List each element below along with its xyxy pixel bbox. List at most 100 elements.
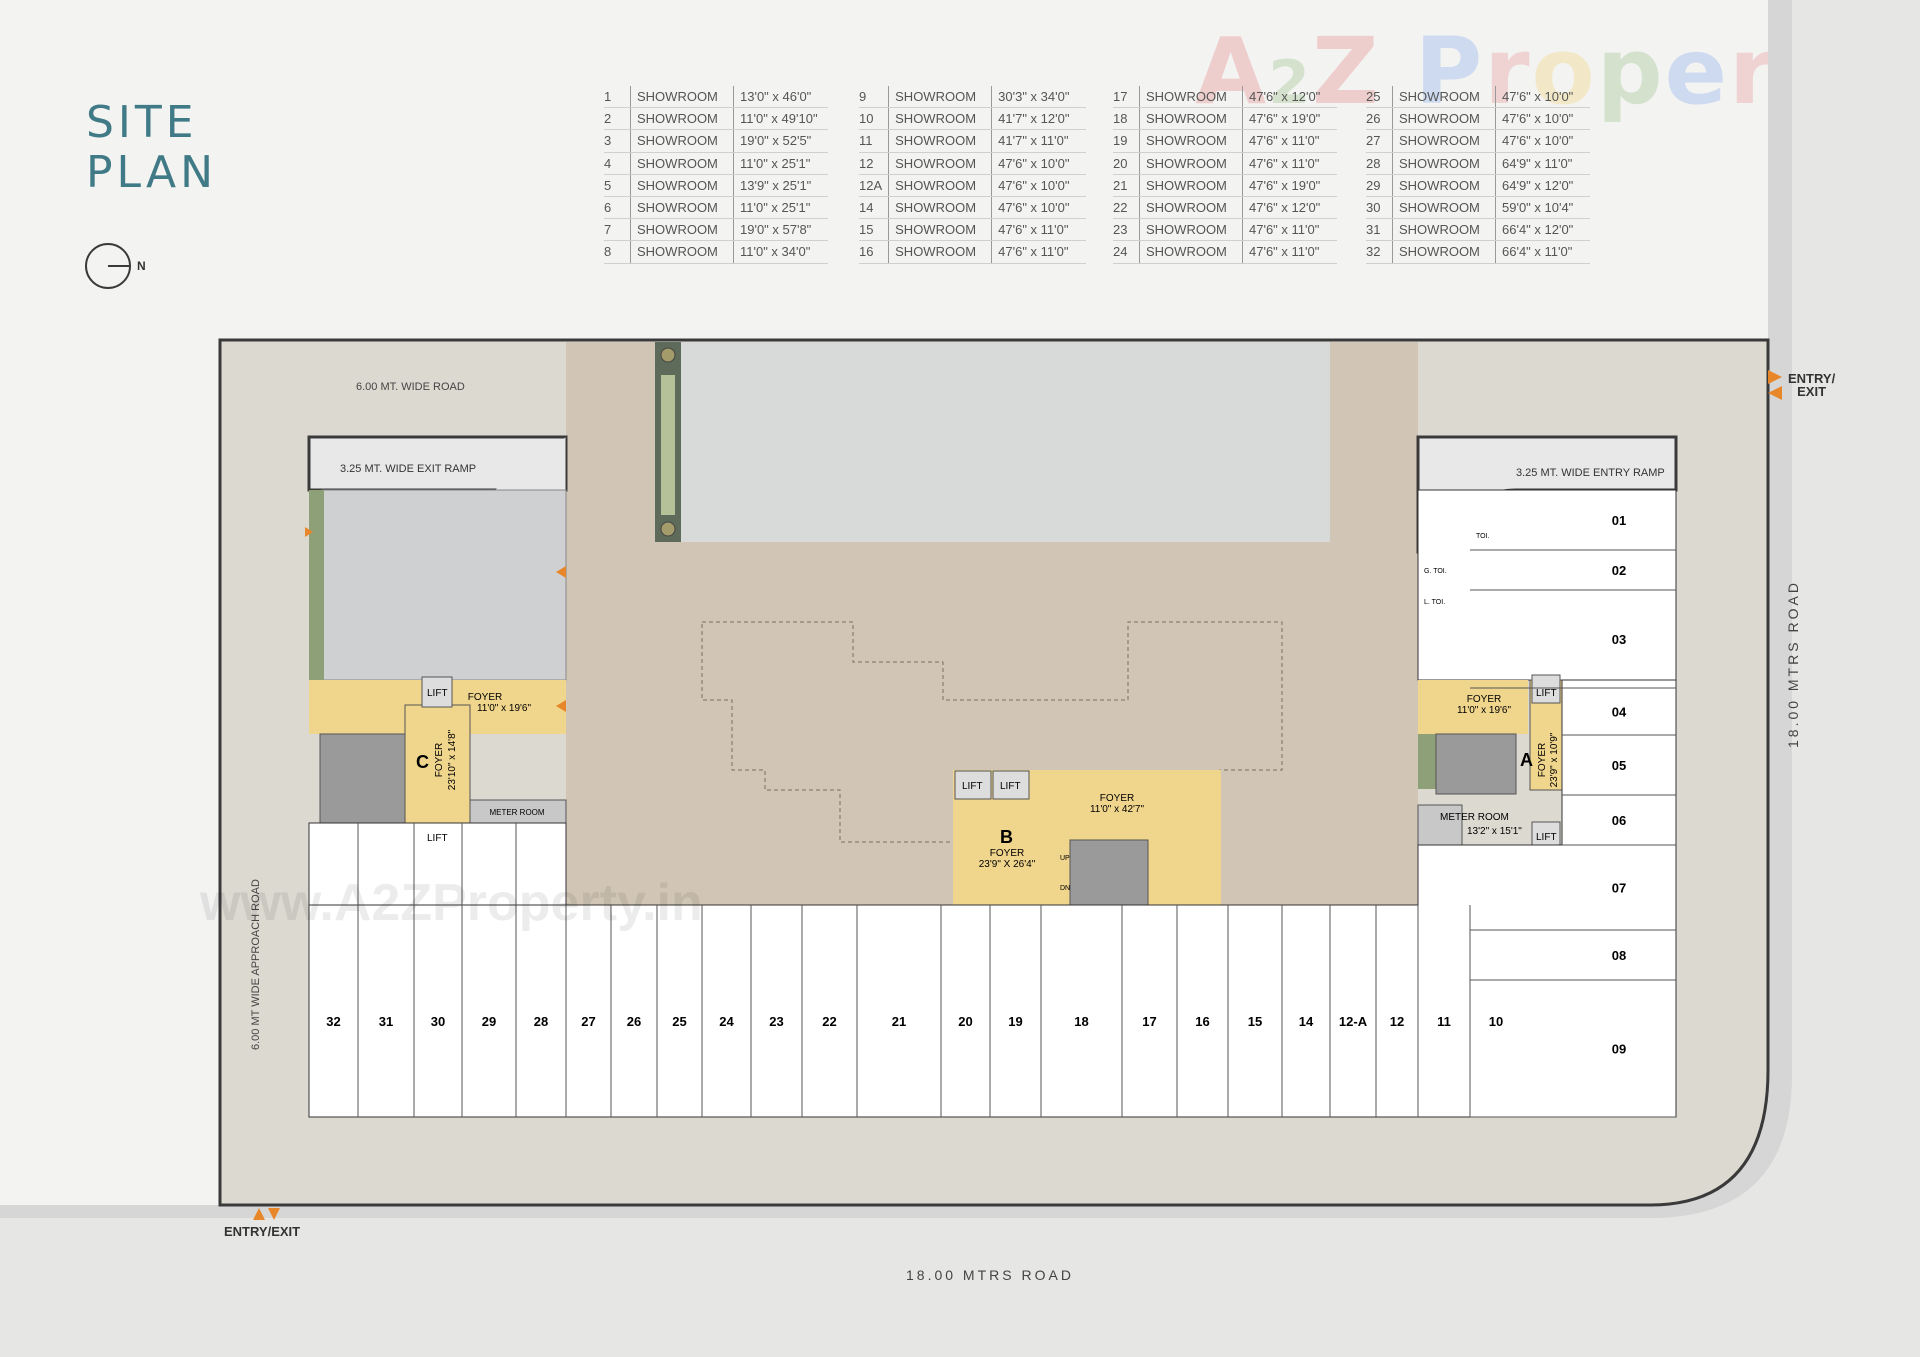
schedule-cell-size: 47'6" x 10'0" (1495, 129, 1590, 153)
schedule-cell-type: SHOWROOM (888, 240, 992, 264)
foyer-a-label: FOYER (1467, 694, 1501, 705)
foyer-a-size: 11'0" x 19'6" (1457, 705, 1512, 716)
schedule-cell-type: SHOWROOM (1139, 129, 1243, 153)
foyer-c-label: FOYER (468, 692, 502, 703)
schedule-cell-type: SHOWROOM (1392, 218, 1496, 242)
schedule-cell-size: 13'0" x 46'0" (733, 86, 828, 109)
exit-ramp-label: 3.25 MT. WIDE EXIT RAMP (340, 463, 477, 475)
unit-label: 29 (482, 1014, 496, 1029)
schedule-cell-size: 41'7" x 11'0" (991, 129, 1087, 153)
unit-label: 12-A (1339, 1014, 1368, 1029)
schedule-cell-no: 4 (604, 152, 631, 175)
entry-ramp-label: 3.25 MT. WIDE ENTRY RAMP (1516, 467, 1665, 479)
schedule-cell-size: 66'4" x 12'0" (1495, 218, 1590, 242)
title-line-1: SITE (86, 97, 198, 148)
schedule-cell-no: 12 (859, 152, 889, 175)
foyer-b2-size: 23'9" X 26'4" (979, 859, 1036, 870)
schedule-cell-no: 9 (859, 86, 889, 109)
schedule-cell-size: 47'6" x 10'0" (1495, 107, 1590, 131)
unit-label: 18 (1074, 1014, 1088, 1029)
schedule-cell-no: 15 (859, 218, 889, 242)
core-letter-a: A (1520, 750, 1533, 770)
schedule-cell-no: 24 (1113, 240, 1140, 264)
entry-exit-right-line1: ENTRY/ (1788, 371, 1836, 386)
schedule-cell-no: 8 (604, 240, 631, 264)
schedule-cell-size: 30'3" x 34'0" (991, 86, 1087, 109)
schedule-cell-type: SHOWROOM (888, 218, 992, 242)
schedule-cell-size: 47'6" x 11'0" (1242, 240, 1337, 264)
schedule-cell-size: 19'0" x 52'5" (733, 129, 828, 153)
entry-arrow-bottom (253, 1208, 265, 1220)
watermark: www.A2ZProperty.in (200, 874, 703, 932)
schedule-cell-size: 47'6" x 10'0" (991, 152, 1087, 175)
unit-label: 15 (1248, 1014, 1262, 1029)
schedule-cell-type: SHOWROOM (888, 107, 992, 131)
schedule-cell-no: 6 (604, 196, 631, 220)
unit-label: 04 (1612, 705, 1627, 720)
schedule-cell-no: 12A (859, 174, 889, 197)
unit-label: 25 (672, 1014, 686, 1029)
schedule-cell-no: 18 (1113, 107, 1140, 131)
schedule-cell-type: SHOWROOM (888, 152, 992, 175)
schedule-cell-no: 31 (1366, 218, 1393, 242)
schedule-cell-type: SHOWROOM (630, 107, 734, 131)
unit-label: 30 (431, 1014, 445, 1029)
lift-label-b-1: LIFT (962, 781, 983, 792)
schedule-cell-size: 47'6" x 11'0" (1242, 152, 1337, 175)
schedule-cell-size: 13'9" x 25'1" (733, 174, 828, 197)
schedule-cell-no: 30 (1366, 196, 1393, 220)
foyer-b-label: FOYER (1100, 793, 1134, 804)
schedule-cell-size: 11'0" x 25'1" (733, 196, 828, 220)
schedule-cell-size: 64'9" x 11'0" (1495, 152, 1590, 175)
unit-label: 16 (1195, 1014, 1209, 1029)
schedule-cell-no: 29 (1366, 174, 1393, 197)
schedule-cell-type: SHOWROOM (1392, 107, 1496, 131)
schedule-cell-size: 11'0" x 49'10" (733, 107, 828, 131)
schedule-cell-size: 11'0" x 25'1" (733, 152, 828, 175)
schedule-cell-type: SHOWROOM (1392, 174, 1496, 197)
foyer-b2-label: FOYER (990, 848, 1024, 859)
exit-arrow-right (1768, 386, 1782, 400)
north-arrow-icon (85, 243, 131, 289)
schedule-cell-no: 16 (859, 240, 889, 264)
unit-label: 14 (1299, 1014, 1314, 1029)
schedule-cell-type: SHOWROOM (1392, 240, 1496, 264)
unit-label: 24 (719, 1014, 734, 1029)
schedule-cell-size: 66'4" x 11'0" (1495, 240, 1590, 264)
schedule-cell-no: 21 (1113, 174, 1140, 197)
l-toi-label: L. TOI. (1424, 599, 1445, 606)
unit-label: 23 (769, 1014, 783, 1029)
schedule-cell-type: SHOWROOM (1139, 107, 1243, 131)
schedule-cell-type: SHOWROOM (1392, 152, 1496, 175)
schedule-cell-type: SHOWROOM (630, 86, 734, 109)
schedule-cell-type: SHOWROOM (888, 196, 992, 220)
exit-arrow-bottom (268, 1208, 280, 1220)
schedule-cell-type: SHOWROOM (1139, 240, 1243, 264)
unit-label: 10 (1489, 1014, 1503, 1029)
schedule-cell-type: SHOWROOM (888, 174, 992, 197)
schedule-cell-no: 20 (1113, 152, 1140, 175)
schedule-cell-size: 47'6" x 19'0" (1242, 174, 1337, 197)
schedule-cell-type: SHOWROOM (888, 86, 992, 109)
schedule-cell-no: 23 (1113, 218, 1140, 242)
